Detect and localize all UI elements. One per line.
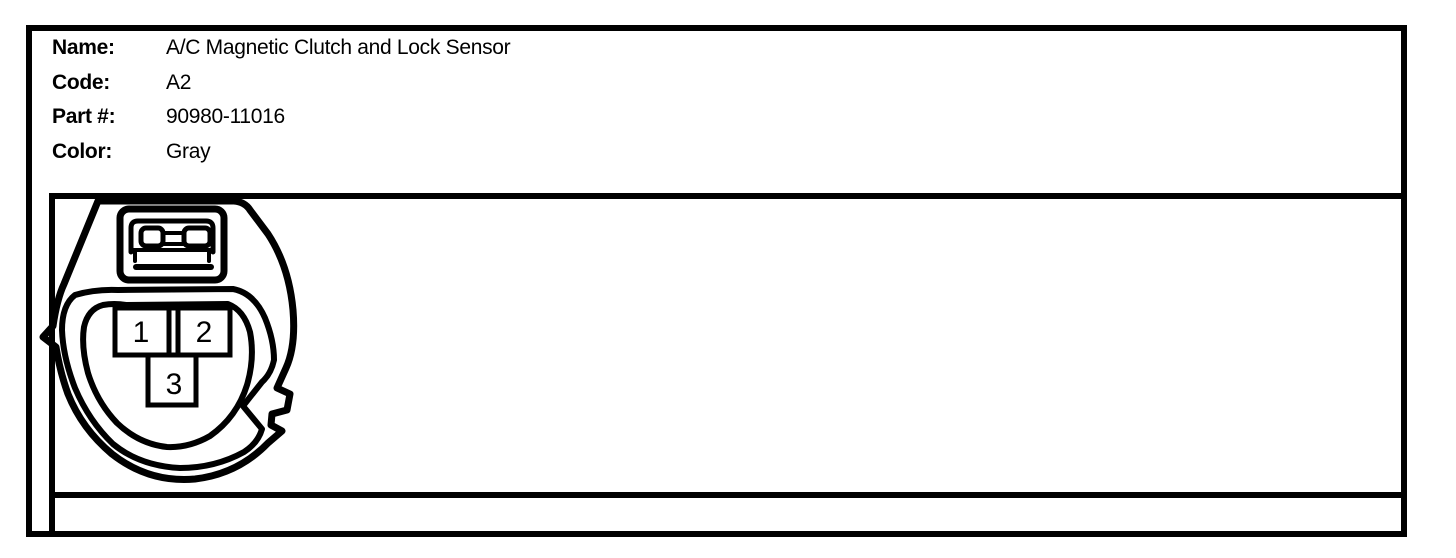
diagram-panel xyxy=(49,193,1407,537)
info-row-code: Code: A2 xyxy=(52,66,510,101)
info-value-code: A2 xyxy=(166,70,192,94)
connector-info: Name: A/C Magnetic Clutch and Lock Senso… xyxy=(52,31,511,170)
info-row-color: Color: Gray xyxy=(52,135,510,170)
info-label-color: Color: xyxy=(52,139,113,163)
diagram-divider xyxy=(49,492,1407,498)
info-row-part-number: Part #: 90980-11016 xyxy=(52,100,510,135)
info-row-name: Name: A/C Magnetic Clutch and Lock Senso… xyxy=(52,31,511,66)
info-value-name: A/C Magnetic Clutch and Lock Sensor xyxy=(166,36,511,59)
info-label-name: Name: xyxy=(52,36,115,59)
info-value-part-number: 90980-11016 xyxy=(166,105,285,128)
info-value-color: Gray xyxy=(166,139,211,163)
info-label-part-number: Part #: xyxy=(52,105,116,128)
info-label-code: Code: xyxy=(52,70,110,94)
